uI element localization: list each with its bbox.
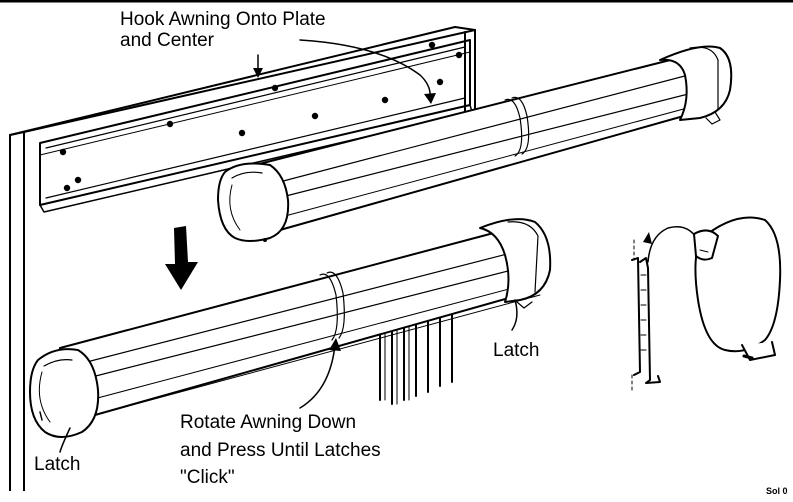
rotate-label-line3: "Click"	[180, 467, 235, 488]
latch-label-right: Latch	[493, 340, 540, 361]
awning-top	[217, 45, 733, 242]
hook-arrow-head	[424, 93, 436, 104]
hook-arrow	[299, 39, 432, 101]
rotate-label-line2: and Press Until Latches	[180, 440, 381, 461]
latch-left-pointer	[59, 427, 71, 453]
hook-label-line1: Hook Awning Onto Plate	[120, 9, 326, 30]
awning-bottom	[29, 218, 552, 438]
detail-inset	[631, 216, 782, 393]
plate-screws	[59, 41, 463, 192]
down-arrow	[165, 226, 198, 290]
latch-right-pointer	[511, 299, 518, 331]
hook-label-line2: and Center	[120, 30, 215, 51]
rotate-label-line1: Rotate Awning Down	[180, 412, 357, 433]
reference-code: Sol 0	[766, 486, 788, 496]
awning-install-diagram	[0, 0, 793, 491]
rotate-arrow	[299, 344, 336, 409]
latch-label-left: Latch	[34, 454, 81, 475]
